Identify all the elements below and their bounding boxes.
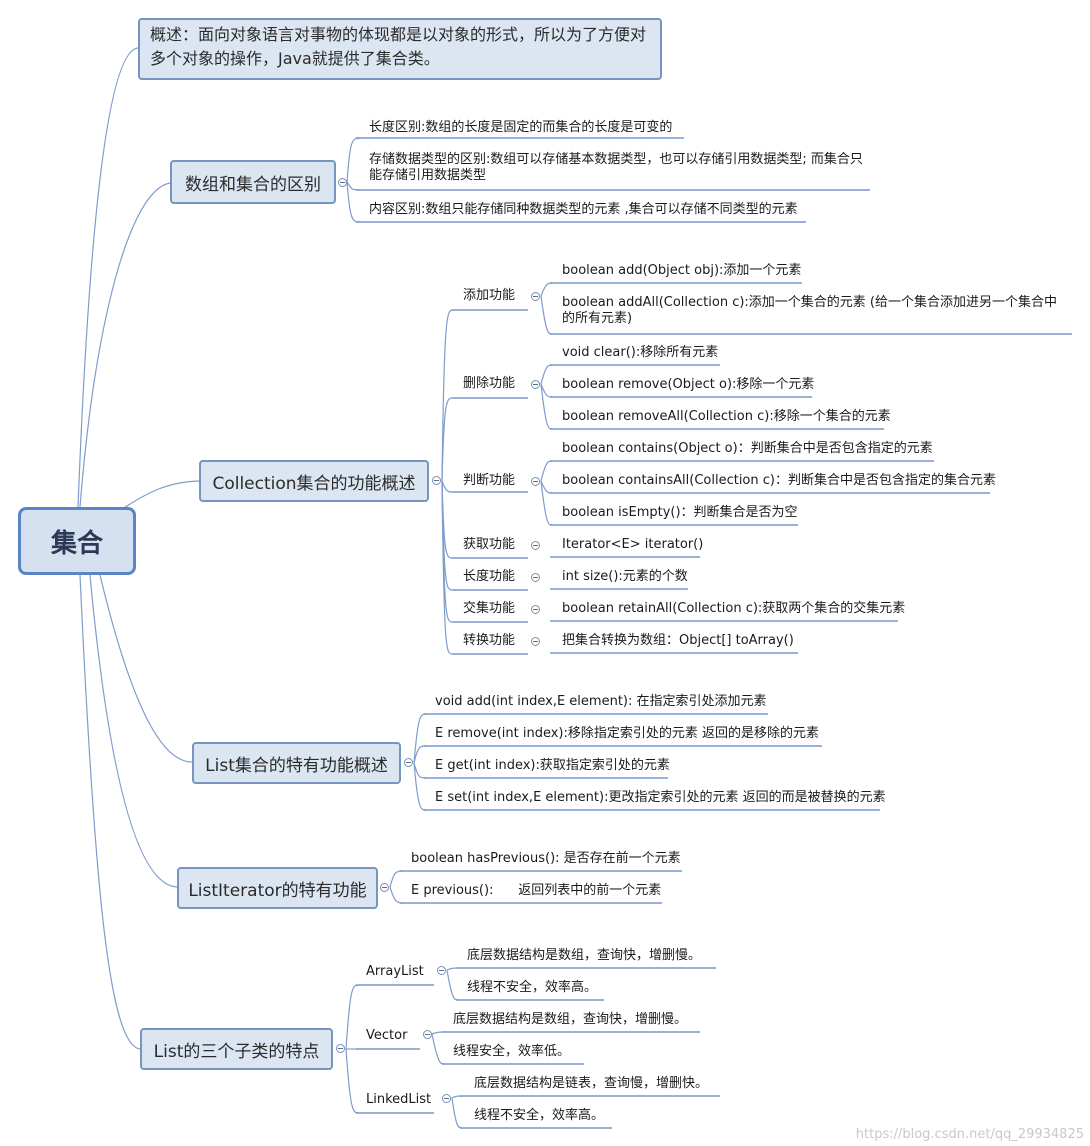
group-add[interactable]: 添加功能 — [463, 288, 516, 303]
list-node[interactable]: List集合的特有功能概述 — [192, 742, 401, 784]
root-node[interactable]: 集合 — [18, 507, 136, 575]
collection-node[interactable]: Collection集合的功能概述 — [199, 460, 429, 502]
collapse-toggle-icon[interactable] — [437, 966, 446, 975]
listiterator-node[interactable]: ListIterator的特有功能 — [177, 867, 378, 909]
group-length[interactable]: 长度功能 — [463, 569, 516, 584]
leaf-retainall: boolean retainAll(Collection c):获取两个集合的交… — [562, 601, 906, 616]
leaf-isempty: boolean isEmpty()：判断集合是否为空 — [562, 505, 798, 520]
arraylist-structure: 底层数据结构是数组，查询快，增删慢。 — [467, 948, 702, 963]
listiterator-hasprevious: boolean hasPrevious(): 是否存在前一个元素 — [411, 851, 681, 866]
group-judge[interactable]: 判断功能 — [463, 473, 516, 488]
group-intersection[interactable]: 交集功能 — [463, 601, 516, 616]
linkedlist-thread: 线程不安全，效率高。 — [474, 1108, 605, 1123]
collapse-toggle-icon[interactable] — [336, 1044, 345, 1053]
leaf-clear: void clear():移除所有元素 — [562, 345, 719, 360]
linkedlist-structure: 底层数据结构是链表，查询慢，增删快。 — [474, 1076, 709, 1091]
collapse-toggle-icon[interactable] — [531, 380, 540, 389]
listiterator-previous: E previous(): 返回列表中的前一个元素 — [411, 883, 662, 898]
leaf-containsall: boolean containsAll(Collection c)：判断集合中是… — [562, 473, 996, 488]
list-set: E set(int index,E element):更改指定索引处的元素 返回… — [435, 790, 886, 805]
list-get: E get(int index):获取指定索引处的元素 — [435, 758, 670, 773]
diff-content: 内容区别:数组只能存储同种数据类型的元素 ,集合可以存储不同类型的元素 — [369, 202, 798, 217]
subclass-linkedlist[interactable]: LinkedList — [366, 1092, 432, 1107]
collapse-toggle-icon[interactable] — [338, 178, 347, 187]
list-subclasses-node[interactable]: List的三个子类的特点 — [140, 1028, 333, 1070]
collapse-toggle-icon[interactable] — [442, 1094, 451, 1103]
list-add: void add(int index,E element): 在指定索引处添加元… — [435, 694, 767, 709]
collapse-toggle-icon[interactable] — [404, 758, 413, 767]
collapse-toggle-icon[interactable] — [531, 573, 540, 582]
diff-length: 长度区别:数组的长度是固定的而集合的长度是可变的 — [369, 120, 673, 135]
diff-data-type: 存储数据类型的区别:数组可以存储基本数据类型，也可以存储引用数据类型; 而集合只… — [369, 152, 863, 183]
array-vs-collection-node[interactable]: 数组和集合的区别 — [170, 160, 336, 204]
collapse-toggle-icon[interactable] — [531, 541, 540, 550]
leaf-add: boolean add(Object obj):添加一个元素 — [562, 263, 802, 278]
leaf-addall: boolean addAll(Collection c):添加一个集合的元素 (… — [562, 295, 1058, 326]
leaf-removeall: boolean removeAll(Collection c):移除一个集合的元… — [562, 409, 891, 424]
group-get[interactable]: 获取功能 — [463, 537, 516, 552]
overview-node[interactable]: 概述：面向对象语言对事物的体现都是以对象的形式，所以为了方便对多个对象的操作，J… — [138, 18, 662, 80]
collapse-toggle-icon[interactable] — [531, 605, 540, 614]
list-remove: E remove(int index):移除指定索引处的元素 返回的是移除的元素 — [435, 726, 820, 741]
watermark: https://blog.csdn.net/qq_29934825 — [855, 1127, 1084, 1142]
arraylist-thread: 线程不安全，效率高。 — [467, 980, 598, 995]
leaf-size: int size():元素的个数 — [562, 569, 688, 584]
collapse-toggle-icon[interactable] — [432, 476, 441, 485]
collapse-toggle-icon[interactable] — [531, 292, 540, 301]
collapse-toggle-icon[interactable] — [423, 1030, 432, 1039]
leaf-contains: boolean contains(Object o)：判断集合中是否包含指定的元… — [562, 441, 933, 456]
subclass-vector[interactable]: Vector — [366, 1028, 408, 1043]
leaf-iterator: Iterator<E> iterator() — [562, 537, 704, 552]
group-convert[interactable]: 转换功能 — [463, 633, 516, 648]
vector-structure: 底层数据结构是数组，查询快，增删慢。 — [453, 1012, 688, 1027]
subclass-arraylist[interactable]: ArrayList — [366, 964, 424, 979]
collapse-toggle-icon[interactable] — [531, 477, 540, 486]
collapse-toggle-icon[interactable] — [531, 637, 540, 646]
group-remove[interactable]: 删除功能 — [463, 376, 516, 391]
leaf-toarray: 把集合转换为数组：Object[] toArray() — [562, 633, 794, 648]
collapse-toggle-icon[interactable] — [380, 883, 389, 892]
leaf-remove: boolean remove(Object o):移除一个元素 — [562, 377, 815, 392]
vector-thread: 线程安全，效率低。 — [453, 1044, 571, 1059]
